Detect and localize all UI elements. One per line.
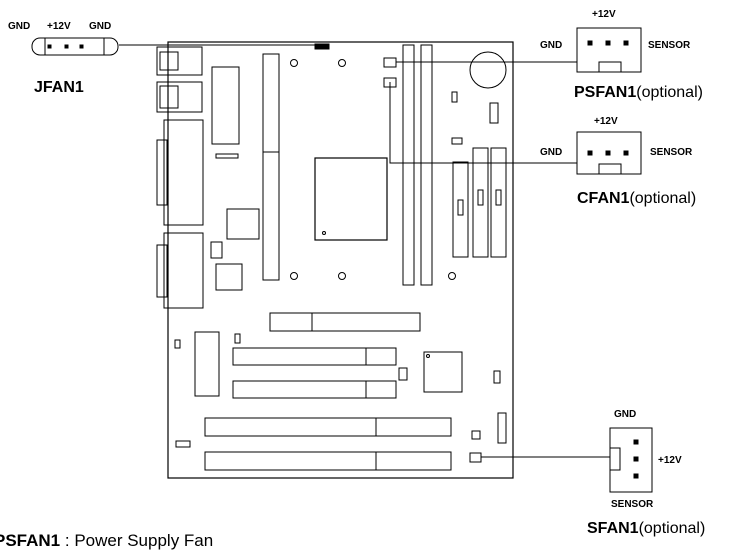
chip-d [423, 351, 463, 393]
io-port-1 [156, 46, 203, 76]
psfan1-top-label: +12V [592, 9, 616, 20]
jfan1-pin-label-1: GND [8, 21, 31, 32]
sfan1-bottom-label: SENSOR [611, 499, 654, 510]
header-b [489, 102, 499, 124]
psfan1-name: PSFAN1(optional) [574, 84, 703, 101]
sfan1-name: SFAN1(optional) [587, 520, 706, 537]
battery [469, 51, 507, 89]
sfan1-top-label: GND [614, 409, 637, 420]
cfan1-leader [389, 82, 577, 164]
isa-slot-2 [204, 451, 452, 471]
io-serial-port [163, 232, 204, 309]
io-port-3 [156, 81, 203, 113]
legend-psfan1: PSFAN1 : Power Supply Fan [0, 531, 214, 550]
pci-slot-1 [232, 347, 397, 366]
cfan1-right-label: SENSOR [650, 147, 693, 158]
io-port-4 [159, 85, 179, 109]
io-parallel-inner [156, 139, 168, 206]
ide-connector-3 [490, 147, 507, 258]
dimm-slot-2 [420, 44, 433, 286]
cfan1-name: CFAN1(optional) [577, 190, 697, 207]
mount-hole [448, 272, 456, 280]
jfan1-name: JFAN1 [34, 79, 84, 96]
ide-connector-2 [472, 147, 489, 258]
psfan1-connector [576, 27, 642, 73]
mount-hole [290, 272, 298, 280]
chip-a [226, 208, 260, 240]
isa-slot-1 [204, 417, 452, 437]
ide-connector-1 [452, 161, 469, 258]
cpu-socket [314, 157, 388, 241]
jumper-a [210, 241, 223, 259]
io-serial-inner [156, 244, 168, 298]
jfan1-pin-label-3: GND [89, 21, 112, 32]
jfan1-pin-label-2: +12V [47, 21, 71, 32]
mount-hole [290, 59, 298, 67]
chip-c [194, 331, 220, 397]
header-c [451, 91, 458, 103]
agp-slot [262, 53, 280, 281]
sfan1-connector [609, 427, 653, 493]
io-parallel-port [163, 119, 204, 226]
jfan1-header [314, 43, 330, 50]
sfan1-header [469, 452, 482, 463]
jfan1-connector [31, 37, 119, 56]
psfan1-left-label: GND [540, 40, 563, 51]
header-a [451, 137, 463, 145]
jumper-small [215, 153, 239, 159]
cfan1-top-label: +12V [594, 116, 618, 127]
dimm-slot-1 [402, 44, 415, 286]
sfan1-right-label: +12V [658, 455, 682, 466]
chip-b [215, 263, 243, 291]
front-panel-header [497, 412, 507, 444]
bios-chip [211, 66, 240, 145]
cfan1-left-label: GND [540, 147, 563, 158]
io-port-2 [159, 51, 179, 71]
pci-slot-2 [232, 380, 397, 399]
mount-hole [338, 59, 346, 67]
psfan1-header [383, 57, 397, 68]
slot-amr [269, 312, 421, 332]
mount-hole [338, 272, 346, 280]
psfan1-right-label: SENSOR [648, 40, 691, 51]
board-outline [167, 41, 514, 479]
